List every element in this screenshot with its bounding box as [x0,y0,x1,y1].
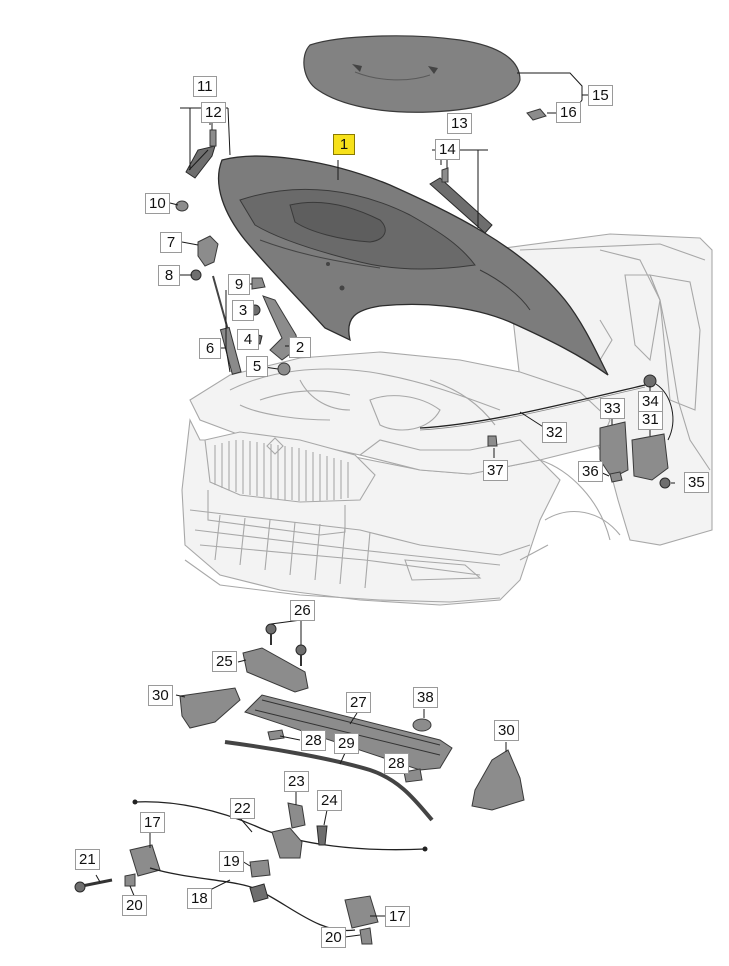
release-cable-32 [419,384,646,429]
callout-6: 6 [199,338,221,359]
clip-9 [251,277,266,290]
callout-20-right: 20 [321,927,346,948]
callout-9: 9 [228,274,250,295]
callout-31: 31 [638,409,663,430]
hinge-bracket-7 [197,235,219,267]
callout-7: 7 [160,232,182,253]
clip-19 [249,859,271,878]
hood-panel [217,155,609,376]
callout-1: 1 [333,134,355,155]
clip-28a [267,729,285,741]
callout-28-right: 28 [384,753,409,774]
latch-31 [631,433,669,481]
callout-16: 16 [556,102,581,123]
seal-29 [224,740,434,822]
callout-2: 2 [289,337,311,358]
lock-17-left [129,844,161,877]
callout-17-left: 17 [140,812,165,833]
callout-22: 22 [230,798,255,819]
seal-strip-left [185,145,216,179]
callout-18: 18 [187,888,212,909]
end-piece-30-left [179,687,241,729]
bolt-21 [74,878,113,893]
callout-12: 12 [201,102,226,123]
callout-10: 10 [145,193,170,214]
callout-34: 34 [638,391,663,412]
callout-25: 25 [212,651,237,672]
latch-plate-33 [599,421,629,479]
bracket-25 [242,647,309,693]
callout-28-left: 28 [301,730,326,751]
seal-strip-right [429,177,493,234]
callout-3: 3 [232,300,254,321]
latch-23 [271,827,303,859]
callout-29: 29 [334,733,359,754]
callout-35: 35 [684,472,709,493]
callout-20-left: 20 [122,895,147,916]
nut-8 [190,269,202,281]
callout-14: 14 [435,139,460,160]
screw-35 [659,477,671,489]
callout-30-right: 30 [494,720,519,741]
callout-36: 36 [578,461,603,482]
screw-24 [316,825,328,846]
callout-15: 15 [588,85,613,106]
grommet-5 [277,362,291,376]
cable-22 [134,801,426,851]
callout-32: 32 [542,422,567,443]
callout-8: 8 [158,265,180,286]
callout-5: 5 [246,356,268,377]
clip-37 [487,435,498,447]
clip-part-16 [526,108,547,121]
callout-27: 27 [346,692,371,713]
callout-38: 38 [413,687,438,708]
callout-26: 26 [290,600,315,621]
end-piece-30-right [471,749,525,811]
callout-23: 23 [284,771,309,792]
hood-insulation-pad [303,35,521,113]
callout-37: 37 [483,460,508,481]
callout-21: 21 [75,849,100,870]
callout-11: 11 [193,76,217,97]
callout-17-right: 17 [385,906,410,927]
grommet-38 [412,718,432,732]
lock-17-right [344,895,379,929]
bump-stop-10 [175,200,189,212]
callout-19: 19 [219,851,244,872]
callout-33: 33 [600,398,625,419]
callout-24: 24 [317,790,342,811]
callout-30-left: 30 [148,685,173,706]
clip-36 [609,471,623,483]
callout-13: 13 [447,113,472,134]
callout-4: 4 [237,329,259,350]
